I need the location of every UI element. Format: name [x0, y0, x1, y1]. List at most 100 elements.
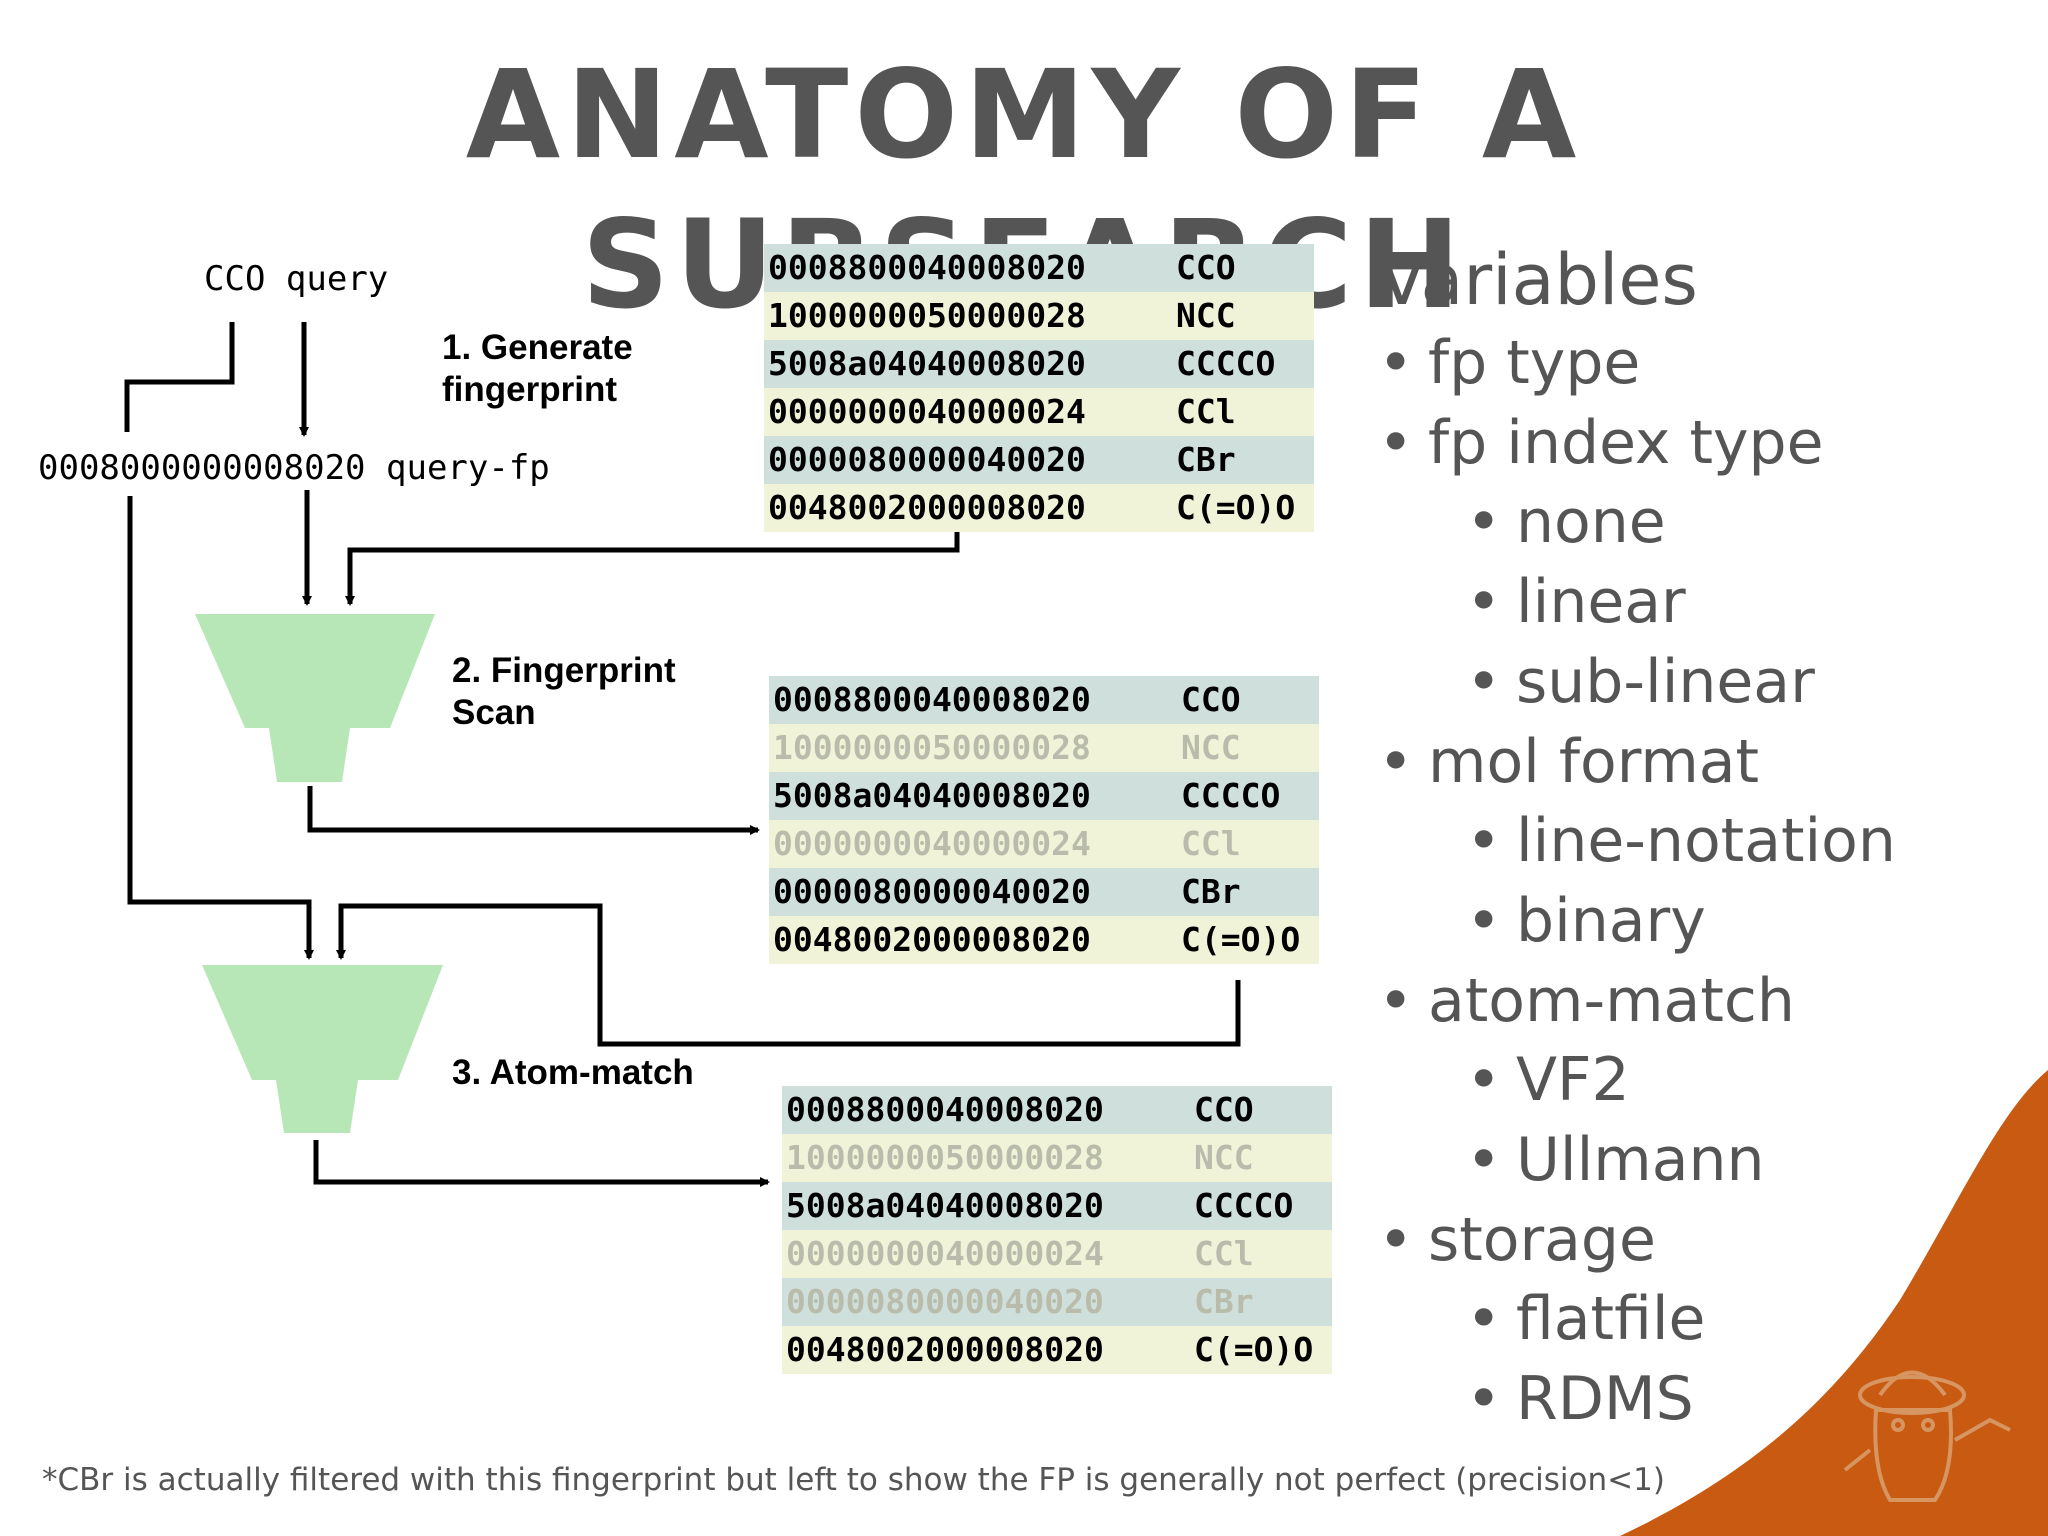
fingerprint-cell: 0008800040008020: [773, 680, 1091, 719]
variable-text: Ullmann: [1516, 1125, 1765, 1196]
smiles-cell: CCl: [1176, 392, 1236, 431]
smiles-cell: CCO: [1176, 248, 1236, 287]
query-fp-value: 0008000000008020: [38, 448, 366, 488]
smiles-cell: CCCCO: [1176, 344, 1276, 383]
variable-item: •storage: [1378, 1201, 1896, 1281]
smiles-cell: C(=O)O: [1176, 488, 1296, 527]
bullet-icon: •: [1466, 567, 1502, 638]
table-row: 0008800040008020 CCO: [764, 244, 1314, 292]
fingerprint-cell: 5008a04040008020: [786, 1186, 1104, 1225]
table-row: 0048002000008020 C(=O)O: [764, 484, 1314, 532]
table-row: 0008800040008020 CCO: [769, 676, 1319, 724]
variable-text: binary: [1516, 885, 1706, 956]
corner-decoration: [1620, 1070, 2048, 1536]
smiles-cell: C(=O)O: [1181, 920, 1301, 959]
variables-list: Variables •fp type•fp index type•none•li…: [1378, 240, 1896, 1440]
variable-text: line-notation: [1516, 806, 1896, 877]
table-row: 0000080000040020 CBr: [782, 1278, 1332, 1326]
smiles-cell: NCC: [1176, 296, 1236, 335]
bullet-icon: •: [1378, 726, 1414, 797]
fingerprint-cell: 0000080000040020: [768, 440, 1086, 479]
step-fingerprint-scan: 2. Fingerprint Scan: [452, 651, 676, 732]
query-fp-label: 0008000000008020 query-fp: [38, 447, 550, 489]
fingerprint-cell: 1000000050000028: [786, 1138, 1104, 1177]
variable-text: linear: [1516, 567, 1686, 638]
variable-text: VF2: [1516, 1045, 1630, 1116]
bullet-icon: •: [1466, 487, 1502, 558]
table-row: 1000000050000028 NCC: [764, 292, 1314, 340]
footnote: *CBr is actually filtered with this fing…: [42, 1462, 1665, 1498]
smiles-cell: CBr: [1181, 872, 1241, 911]
fingerprint-cell: 0000000040000024: [768, 392, 1086, 431]
bullet-icon: •: [1378, 965, 1414, 1036]
variable-text: flatfile: [1516, 1284, 1706, 1355]
variable-item: •line-notation: [1378, 802, 1896, 882]
variable-text: fp type: [1428, 328, 1641, 398]
fingerprint-cell: 0000080000040020: [786, 1282, 1104, 1321]
fingerprint-cell: 5008a04040008020: [773, 776, 1091, 815]
variable-item: •sub-linear: [1378, 643, 1896, 723]
table-row: 5008a04040008020 CCCCO: [764, 340, 1314, 388]
funnel-fingerprint-scan: [195, 614, 435, 782]
variable-text: mol format: [1428, 726, 1760, 797]
variable-item: •fp index type: [1378, 404, 1896, 484]
variable-item: •binary: [1378, 882, 1896, 962]
fingerprint-cell: 1000000050000028: [773, 728, 1091, 767]
step-generate-fingerprint: 1. Generate fingerprint: [442, 328, 633, 409]
bullet-icon: •: [1466, 1364, 1502, 1435]
variable-item: •none: [1378, 483, 1896, 563]
bullet-icon: •: [1378, 1204, 1414, 1275]
smiles-cell: CCCCO: [1181, 776, 1281, 815]
fingerprint-cell: 0000080000040020: [773, 872, 1091, 911]
table-row: 5008a04040008020 CCCCO: [782, 1182, 1332, 1230]
table-row: 1000000050000028 NCC: [782, 1134, 1332, 1182]
smiles-cell: CCl: [1194, 1234, 1254, 1273]
fingerprint-cell: 0048002000008020: [773, 920, 1091, 959]
fingerprint-cell: 1000000050000028: [768, 296, 1086, 335]
table-row: 0048002000008020 C(=O)O: [769, 916, 1319, 964]
funnel-atom-match: [202, 965, 443, 1133]
bullet-icon: •: [1466, 1125, 1502, 1196]
query-smiles: CCO: [204, 259, 266, 299]
fingerprint-cell: 0048002000008020: [768, 488, 1086, 527]
fingerprint-table-all: 0008800040008020 CCO 1000000050000028 NCC 50…: [764, 244, 1314, 532]
variable-item: •mol format: [1378, 723, 1896, 803]
step-atom-match: 3. Atom-match: [452, 1053, 694, 1092]
mascot-icon: [1843, 1370, 2011, 1502]
variable-text: atom-match: [1428, 965, 1795, 1036]
smiles-cell: CBr: [1194, 1282, 1254, 1321]
query-label: CCO query: [204, 258, 388, 300]
variable-item: •Ullmann: [1378, 1121, 1896, 1201]
smiles-cell: CCl: [1181, 824, 1241, 863]
smiles-cell: NCC: [1194, 1138, 1254, 1177]
fingerprint-cell: 0008800040008020: [786, 1090, 1104, 1129]
variable-text: RDMS: [1516, 1364, 1694, 1435]
table-row: 0000080000040020 CBr: [769, 868, 1319, 916]
table-row: 0000000040000024 CCl: [769, 820, 1319, 868]
variable-item: •VF2: [1378, 1041, 1896, 1121]
fingerprint-cell: 0000000040000024: [773, 824, 1091, 863]
fingerprint-cell: 0008800040008020: [768, 248, 1086, 287]
bullet-icon: •: [1466, 1045, 1502, 1116]
variable-item: •fp type: [1378, 324, 1896, 404]
smiles-cell: CCO: [1181, 680, 1241, 719]
slide-title: ANATOMY OF A SUBSEARCH: [465, 44, 1583, 336]
table-row: 0000000040000024 CCl: [764, 388, 1314, 436]
query-word: query: [285, 259, 389, 299]
variable-text: none: [1516, 487, 1666, 558]
variable-item: •atom-match: [1378, 962, 1896, 1042]
smiles-cell: CCCCO: [1194, 1186, 1294, 1225]
bullet-icon: •: [1466, 1284, 1502, 1355]
fingerprint-cell: 5008a04040008020: [768, 344, 1086, 383]
query-fp-word: query-fp: [386, 448, 550, 488]
variable-text: sub-linear: [1516, 646, 1815, 717]
variable-text: fp index type: [1428, 407, 1824, 478]
flow-lines: [124, 322, 1241, 1187]
